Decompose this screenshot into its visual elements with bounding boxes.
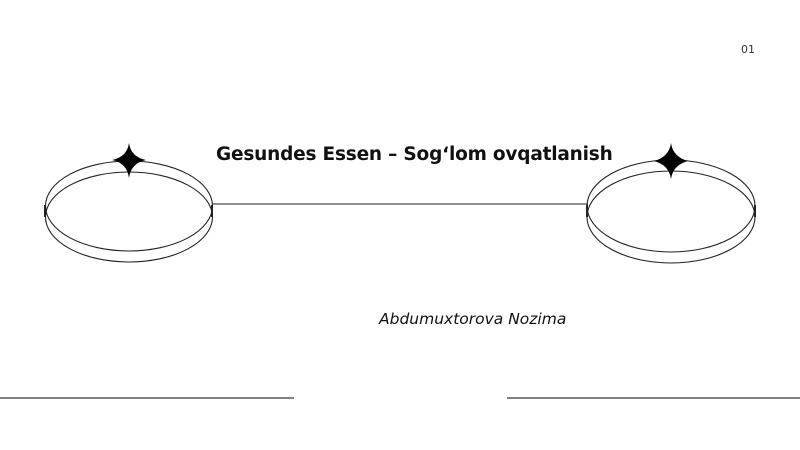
- four-point-star-icon: [112, 143, 146, 178]
- author-name: Abdumuxtorova Nozima: [379, 310, 567, 328]
- four-point-star-icon: [654, 143, 688, 179]
- slide-title: Gesundes Essen – Sog‘lom ovqatlanish: [216, 144, 613, 165]
- page-number: 01: [741, 43, 755, 56]
